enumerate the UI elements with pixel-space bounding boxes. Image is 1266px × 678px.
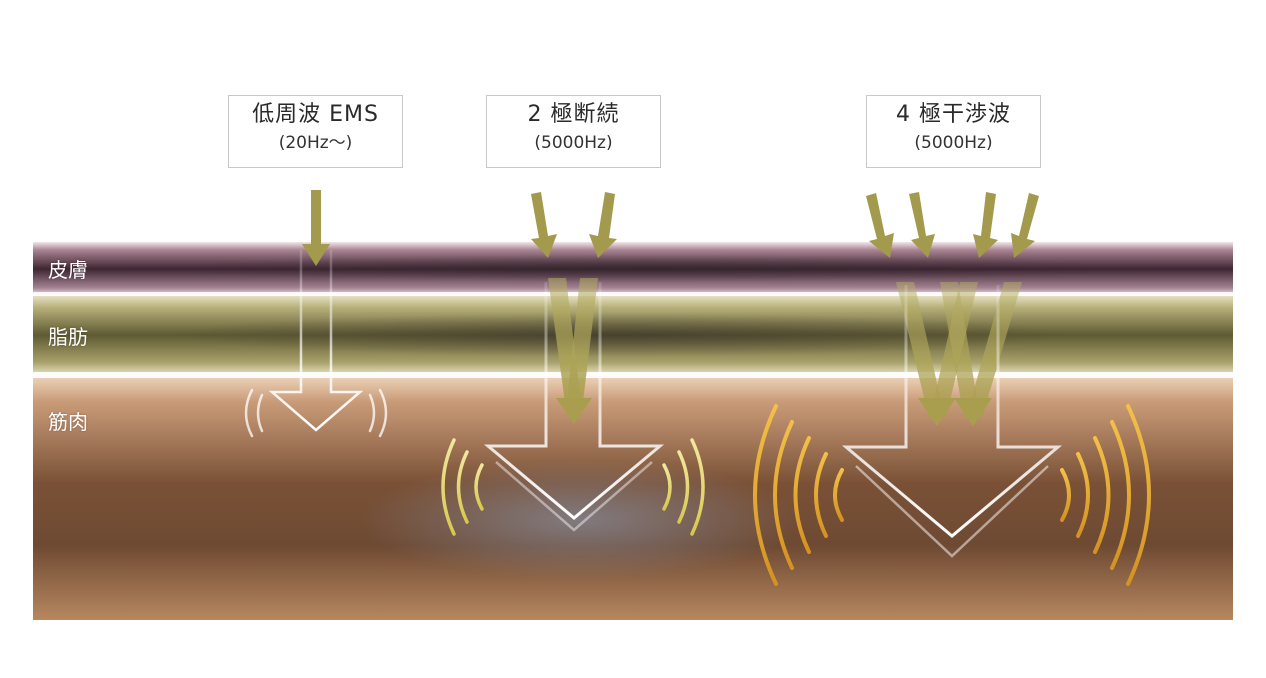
four-pole-incoming-arrow-1: [866, 193, 894, 258]
mode-frequency: (5000Hz): [534, 133, 613, 153]
muscle-blue-glow: [360, 460, 800, 580]
mode-frequency: (20Hz〜): [278, 133, 353, 153]
skin-fat-separator: [33, 292, 1233, 296]
two-pole-outline-arrow: [483, 282, 665, 520]
four-pole-beam-head-right: [954, 398, 992, 426]
four-pole-beam-3: [930, 282, 978, 418]
four-pole-incoming-arrow-2: [909, 192, 935, 258]
two-pole-outline-arrow-inner: [495, 461, 653, 532]
mode-title: 低周波 EMS: [252, 102, 379, 127]
ems-group: [244, 190, 388, 438]
four-pole-beam-1: [896, 282, 945, 418]
tissue-layers: [33, 242, 1233, 620]
four-pole-incoming-arrow-4: [1011, 193, 1039, 258]
two-pole-incoming-arrow-left: [531, 192, 557, 258]
four-pole-outline-arrow: [841, 285, 1063, 538]
two-pole-beam-head: [556, 398, 592, 424]
fat-muscle-separator: [33, 372, 1233, 378]
two-pole-group: [441, 192, 705, 536]
four-pole-group: [753, 192, 1151, 586]
four-pole-beam-4: [966, 282, 1022, 418]
mode-label-low-frequency-ems: 低周波 EMS (20Hz〜): [228, 95, 403, 168]
four-pole-waves: [753, 404, 1151, 586]
ems-waves: [244, 388, 388, 438]
mode-label-two-pole: 2 極断続 (5000Hz): [486, 95, 661, 168]
fat-center-dark: [170, 313, 1070, 357]
layer-label-fat: 脂肪: [48, 325, 88, 349]
ems-outline-arrow: [268, 250, 364, 432]
mode-title: 4 極干渉波: [896, 102, 1011, 127]
ems-incoming-arrow: [302, 190, 330, 266]
two-pole-incoming-arrow-right: [589, 192, 617, 258]
two-pole-waves: [441, 438, 705, 536]
layer-label-skin: 皮膚: [48, 258, 88, 282]
mode-title: 2 極断続: [527, 102, 620, 127]
layer-label-muscle: 筋肉: [48, 410, 88, 434]
two-pole-beam-right: [566, 278, 598, 410]
mode-frequency: (5000Hz): [914, 133, 993, 153]
skin-center-dark: [170, 254, 1130, 282]
four-pole-outline-arrow-inner: [855, 465, 1049, 558]
four-pole-incoming-arrow-3: [973, 192, 998, 258]
mode-label-four-pole: 4 極干渉波 (5000Hz): [866, 95, 1041, 168]
four-pole-beam-head-left: [918, 398, 956, 426]
